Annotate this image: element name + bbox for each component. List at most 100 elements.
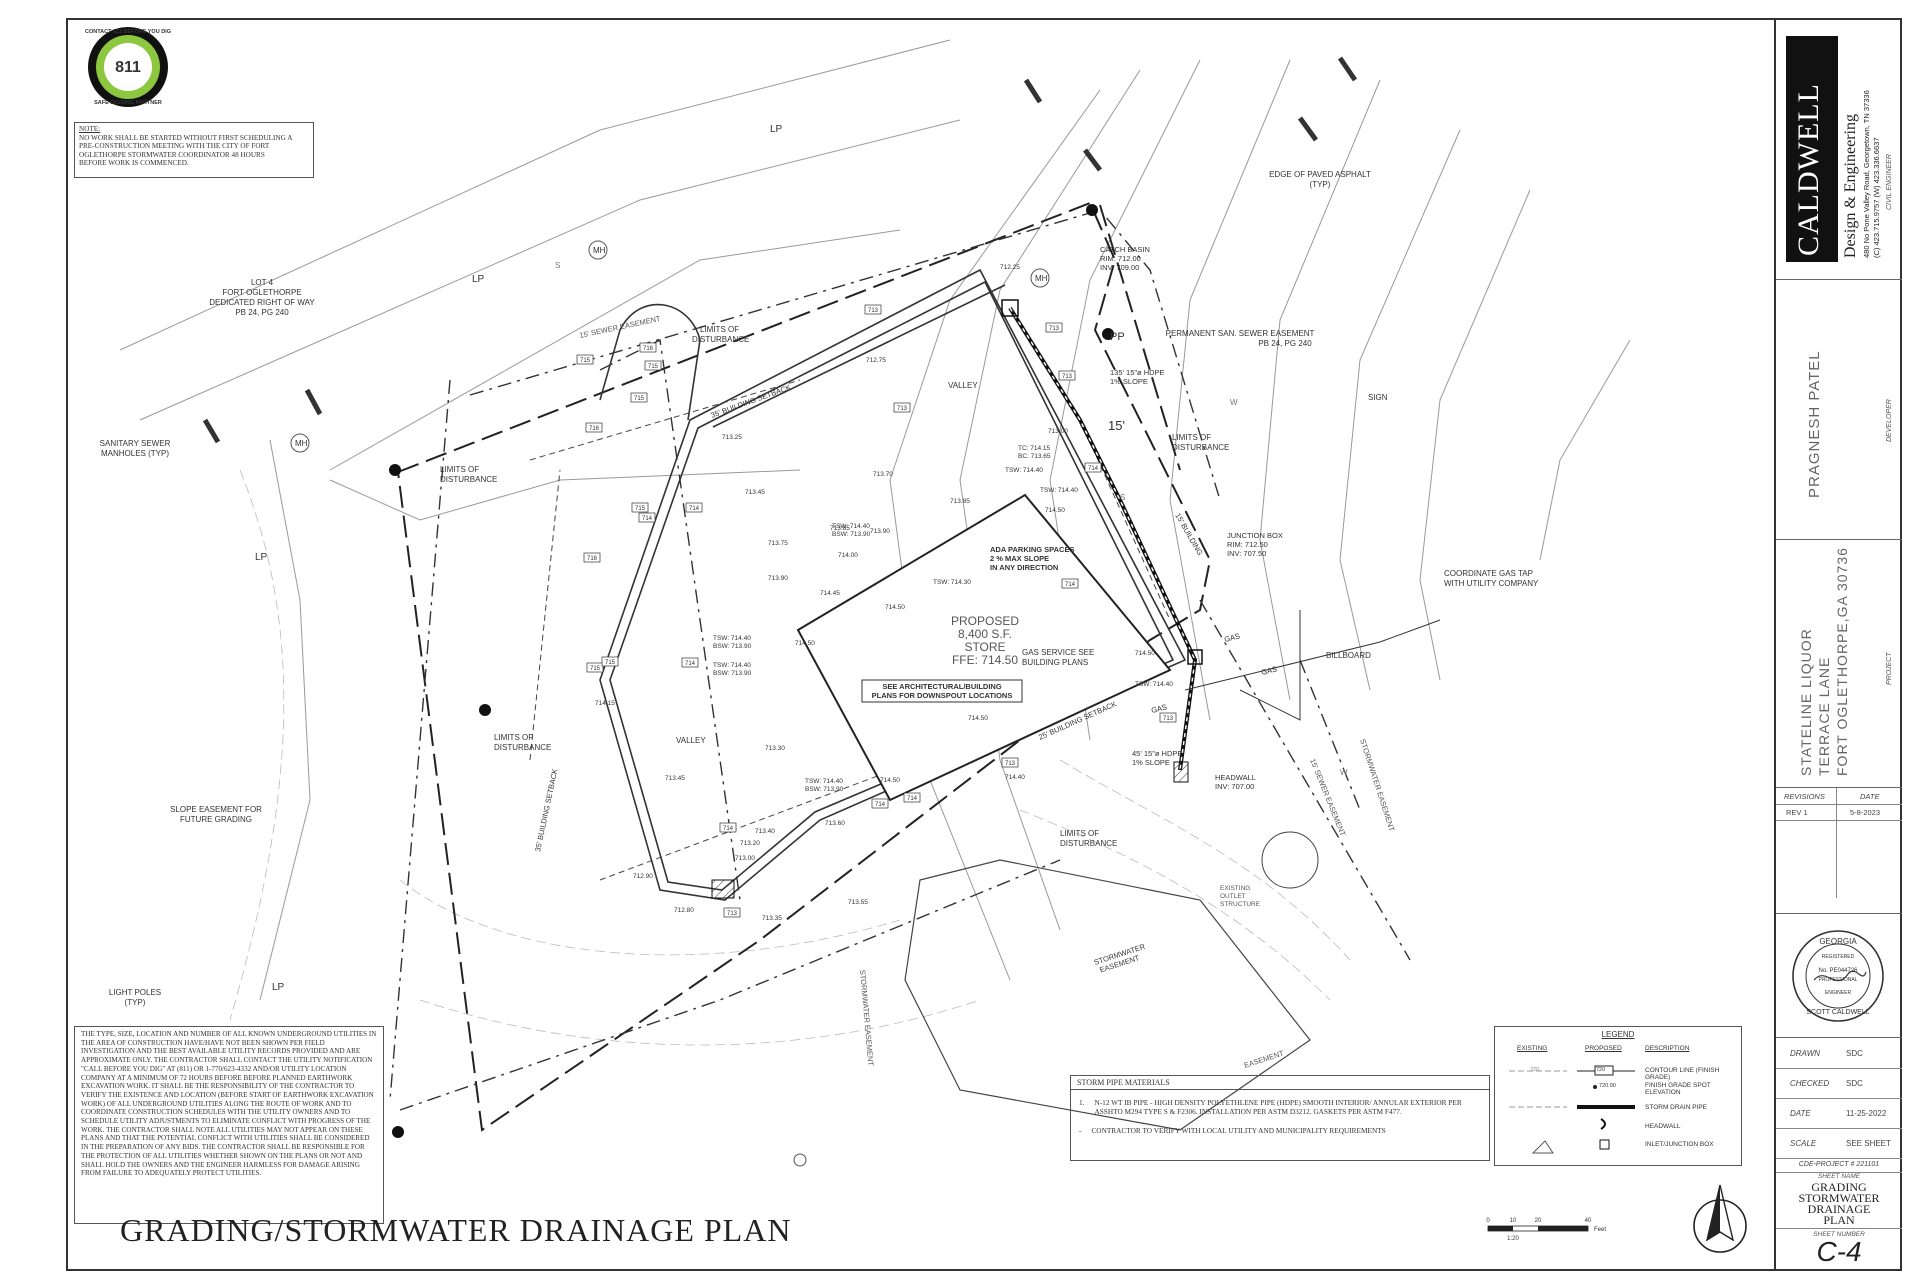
contour-label-text: 715 — [648, 364, 659, 370]
project-label: PROJECT — [1886, 652, 1893, 685]
manholes — [290, 240, 1050, 1167]
contour-label: 715 — [586, 662, 604, 673]
contour-label-box — [864, 304, 882, 315]
junction-box-symbol — [1187, 649, 1203, 665]
setback-left: 35' BUILDING SETBACK — [533, 768, 559, 852]
scale-tick-10: 10 — [1510, 1218, 1517, 1224]
utility-note: THE TYPE, SIZE, LOCATION AND NUMBER OF A… — [74, 1026, 384, 1224]
contour-label: 713 — [864, 304, 882, 315]
limits-of-disturbance-line — [397, 201, 1212, 1132]
sheet-name-2: STORMWATER — [1798, 1191, 1880, 1205]
seal-number: No. PE044726 — [1818, 968, 1858, 974]
developer-cell: PRAGNESH PATEL DEVELOPER — [1776, 280, 1902, 540]
lot4-line2: FORT OGLETHORPE — [222, 288, 301, 297]
contour-label-text: 716 — [589, 426, 600, 432]
spot-elevation: 713.00 — [735, 855, 755, 862]
signature-mark — [1813, 970, 1867, 982]
note-line-4: BEFORE WORK IS COMMENCED. — [79, 159, 189, 168]
sidewalk-elevation: TSW: 714.40 — [1135, 681, 1173, 688]
contour-label-text: 715 — [580, 358, 591, 364]
spot-elevation: 713.45 — [745, 489, 765, 496]
spot-elevation: 713.20 — [740, 840, 760, 847]
pipe2-2: 1% SLOPE — [1132, 758, 1170, 767]
spot-elevation: 713.75 — [768, 540, 788, 547]
contour-label-text: 714 — [642, 516, 653, 522]
setback-lines — [529, 379, 1171, 881]
lp-label-2: LP — [472, 274, 485, 285]
drawn-value: SDC — [1846, 1049, 1863, 1058]
company-subtitle: Design & Engineering — [1842, 114, 1859, 258]
legend-row1-desc: CONTOUR LINE (FINISH GRADE) — [1645, 1067, 1720, 1081]
contour-label-text: 714 — [689, 506, 700, 512]
contour-label-box — [1159, 712, 1177, 723]
seal-registered: REGISTERED — [1822, 954, 1855, 960]
contour-label-text: 715 — [590, 666, 601, 672]
scale-ratio: 1:20 — [1507, 1236, 1519, 1242]
contour-label-text: 713 — [1005, 761, 1016, 767]
proposed-building — [796, 493, 1172, 802]
contour-label: 713 — [1159, 712, 1177, 723]
contour-label-text: 714 — [723, 826, 734, 832]
contour-label-text: 714 — [875, 802, 886, 808]
contour-label-box — [723, 907, 741, 918]
spot-elevation: 713.45 — [665, 775, 685, 782]
contour-label-text: 714 — [907, 796, 918, 802]
limits-left2-1: LIMITS OF — [494, 733, 533, 742]
contour-label: 715 — [576, 354, 594, 365]
limits-left-1: LIMITS OF — [440, 465, 479, 474]
contour-label: 715 — [630, 392, 648, 403]
ada-label-1: ADA PARKING SPACES — [990, 545, 1074, 554]
contour-label-text: 715 — [635, 506, 646, 512]
legend-symbols — [1509, 1065, 1635, 1154]
contour-label-box — [630, 392, 648, 403]
contour-label-box — [685, 502, 703, 513]
outlet-2: OUTLET — [1220, 893, 1246, 900]
riprap-symbol — [711, 879, 735, 899]
scale-tick-40: 40 — [1585, 1218, 1592, 1224]
catch-basin-symbol — [1001, 299, 1019, 317]
drawn-label: DRAWN — [1790, 1049, 1821, 1058]
contour-label-layer: 713 713 714 715 716 716 715 715 714 714 715 714 714 7… — [576, 304, 1177, 918]
limits-bottom-1: LIMITS OF — [1060, 829, 1099, 838]
contour-label-text: 713 — [1163, 716, 1174, 722]
checked-label: CHECKED — [1790, 1079, 1830, 1088]
title-block: CALDWELL Design & Engineering 480 No Pon… — [1774, 18, 1902, 1271]
contour-label-box — [1045, 322, 1063, 333]
limits-top-1: LIMITS OF — [700, 325, 739, 334]
contour-label-text: 714 — [1065, 582, 1076, 588]
pipe-materials-item-1: 1. N-12 WT IB PIPE - HIGH DENSITY POLYET… — [1071, 1096, 1489, 1118]
catch-basin-3: INV: 709.00 — [1100, 263, 1139, 272]
sheet-name-label: SHEET NAME — [1817, 1173, 1861, 1180]
billboard-label: BILLBOARD — [1326, 651, 1371, 660]
contour-label: 714 — [719, 822, 737, 833]
spot-elevation: 714.50 — [885, 604, 905, 611]
contour-label: 716 — [639, 342, 657, 353]
preconstruction-note: NOTE: NO WORK SHALL BE STARTED WITHOUT F… — [74, 122, 314, 178]
downspout-1: SEE ARCHITECTURAL/BUILDING — [882, 682, 1001, 691]
spot-elevation: 713.55 — [848, 899, 868, 906]
gas-label-2: GAS — [1260, 664, 1278, 677]
spot-elevation: 714.40 — [1005, 774, 1025, 781]
legend-box: LEGEND EXISTING PROPOSED DESCRIPTION 720… — [1494, 1026, 1742, 1166]
contour-label-box — [576, 354, 594, 365]
contour-label: 714 — [681, 657, 699, 668]
spot-elevation: 714.50 — [795, 640, 815, 647]
svg-text:LIGHT POLES(TYP): LIGHT POLES(TYP) — [109, 988, 161, 1007]
junction-box-3: INV: 707.50 — [1227, 549, 1266, 558]
lot4-line1: LOT 4 — [251, 278, 274, 287]
limits-bottom-2: DISTURBANCE — [1060, 839, 1117, 848]
road-markers — [202, 56, 1358, 444]
civil-engineer-label: CIVIL ENGINEER — [1886, 154, 1893, 210]
company-phones: (C) 423.715.9757 (W) 423.336.6637 — [1872, 137, 1881, 259]
project-line-1: STATELINE LIQUOR — [1798, 628, 1814, 776]
legend-row5-desc: INLET/JUNCTION BOX — [1645, 1141, 1714, 1148]
